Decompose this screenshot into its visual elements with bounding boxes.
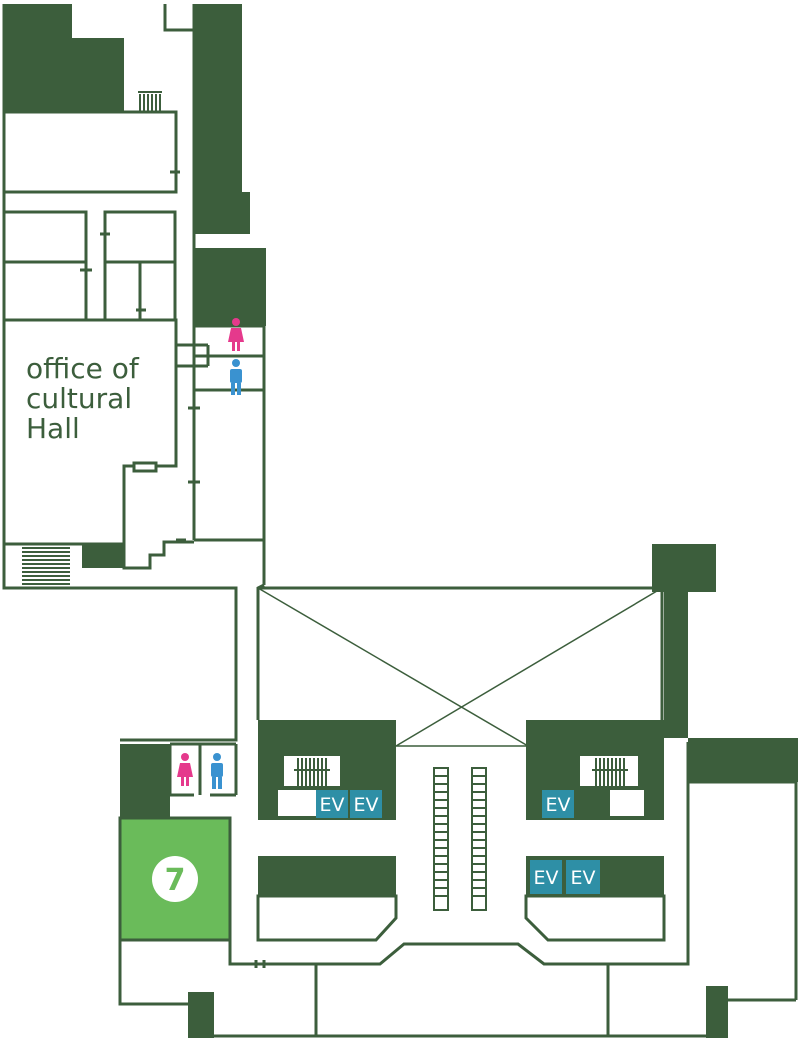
west-wing-outer-wall [2,4,238,742]
solid-block [194,4,242,192]
south-solids [120,744,728,1038]
elevator-ev-4[interactable]: EV [530,860,562,894]
west-wing-solids [4,4,266,568]
stairs-icon [592,758,628,786]
restroom-women-icon [228,318,244,351]
elevator-ev-2[interactable]: EV [350,790,382,818]
solid-block [188,992,214,1038]
west-wing-right-wall [163,4,198,32]
atrium-void-cross [257,587,663,747]
elevator-ev-1[interactable]: EV [316,790,348,818]
elevator-label: EV [570,867,595,889]
atrium-wall [256,583,265,720]
east-core [524,720,666,942]
elevator-label: EV [545,794,570,816]
solid-block [664,592,688,738]
room-number: 7 [165,863,186,898]
room-label-line: Hall [26,412,80,445]
restroom-men-icon [230,359,242,395]
solid-block [82,544,124,568]
solid-block [688,738,798,782]
north-room [2,110,178,194]
solid-block [652,544,716,592]
solid-block [706,986,728,1038]
stairs-icon [22,547,70,585]
room-label: office of cultural Hall [26,352,148,445]
solid-block [194,192,250,234]
elevator-ev-5[interactable]: EV [566,860,600,894]
office-room-wall [4,318,194,570]
west-core [256,720,398,942]
elevator-ev-3[interactable]: EV [542,790,574,818]
stairs-icon [138,91,162,112]
solid-block [72,38,124,112]
solid-block [120,744,170,820]
elevator-label: EV [319,794,344,816]
south-west-area [118,742,798,1038]
room-label-line: office of [26,352,140,385]
highlighted-room-7[interactable]: 7 [118,816,232,942]
stairs-icon [294,758,330,786]
room-label-line: cultural [26,382,132,415]
atrium [256,583,664,720]
solid-block [194,248,266,326]
restroom-women-icon [177,753,193,786]
east-solids [652,544,798,782]
small-room-1 [2,210,88,322]
elevator-label: EV [533,867,558,889]
escalator-icon [433,767,487,911]
elevator-label: EV [353,794,378,816]
room-number-badge [152,856,198,902]
restroom-men-icon [211,753,223,789]
solid-block [4,4,72,112]
